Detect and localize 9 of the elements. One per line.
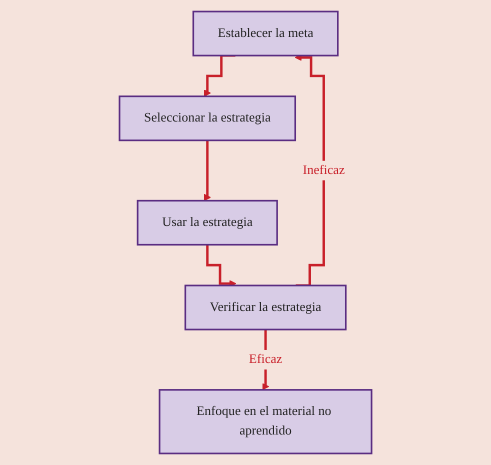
- arrow: [204, 139, 211, 202]
- node-box: Seleccionar la estrategia: [118, 96, 296, 142]
- node-box: Verificar la estrategia: [184, 284, 347, 330]
- edge-label: Ineficaz: [302, 163, 345, 178]
- node-box: Establecer la meta: [192, 10, 339, 56]
- edge-label: Eficaz: [248, 352, 282, 366]
- arrow: [206, 244, 236, 288]
- node-box: Usar la estrategia: [136, 200, 278, 246]
- node-box: Enfoque en el material no aprendido: [158, 389, 372, 454]
